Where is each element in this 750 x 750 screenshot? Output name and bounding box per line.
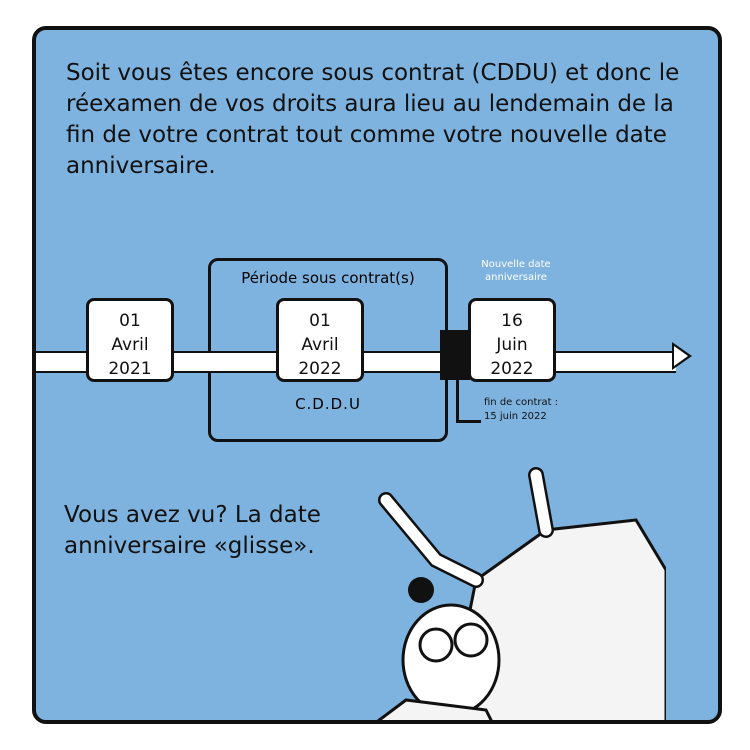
arrow-right-icon [672, 342, 692, 370]
intro-text: Soit vous êtes encore sous contrat (CDDU… [66, 60, 680, 179]
character-illustration [376, 467, 666, 720]
end-contract-label: fin de contrat :15 juin 2022 [484, 397, 559, 422]
cddu-label: C.D.D.U [295, 395, 361, 413]
contract-end-marker [440, 330, 470, 380]
period-title: Période sous contrat(s) [241, 269, 415, 287]
comic-panel: Soit vous êtes encore sous contrat (CDDU… [32, 26, 722, 724]
new-date-label: Nouvelle date anniversaire [481, 259, 551, 283]
